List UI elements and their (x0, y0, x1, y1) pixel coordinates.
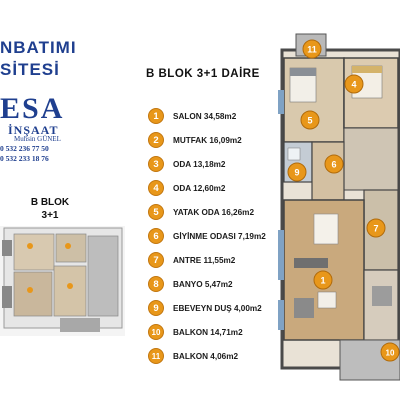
legend-label: BALKON 4,06m2 (173, 351, 239, 361)
plan-marker: 10 (380, 342, 400, 362)
legend-item: 10 BALKON 14,71m2 (148, 323, 243, 341)
legend-label: ANTRE 11,55m2 (173, 255, 236, 265)
plan-marker: 4 (344, 74, 364, 94)
legend-number: 1 (148, 108, 164, 124)
legend-number: 3 (148, 156, 164, 172)
plan-marker: 1 (313, 270, 333, 290)
legend-label: SALON 34,58m2 (173, 111, 237, 121)
svg-text:1: 1 (320, 276, 325, 286)
legend-item: 5 YATAK ODA 16,26m2 (148, 203, 254, 221)
legend-number: 5 (148, 204, 164, 220)
legend-item: 11 BALKON 4,06m2 (148, 347, 238, 365)
plan-marker: 11 (302, 39, 322, 59)
legend-number: 10 (148, 324, 164, 340)
legend-label: BALKON 14,71m2 (173, 327, 243, 337)
legend-item: 1 SALON 34,58m2 (148, 107, 236, 125)
svg-text:10: 10 (386, 349, 395, 358)
legend-number: 8 (148, 276, 164, 292)
legend-item: 3 ODA 13,18m2 (148, 155, 226, 173)
legend-number: 11 (148, 348, 164, 364)
company-logo-text: ESA (0, 92, 65, 125)
block-title-line1: B BLOK (30, 197, 70, 208)
legend-label: GİYİNME ODASI 7,19m2 (173, 231, 266, 241)
legend-number: 4 (148, 180, 164, 196)
legend-item: 4 ODA 12,60m2 (148, 179, 226, 197)
legend-label: MUTFAK 16,09m2 (173, 135, 242, 145)
legend-number: 6 (148, 228, 164, 244)
phone-number-1: 0 532 236 77 50 (0, 144, 49, 153)
legend-item: 7 ANTRE 11,55m2 (148, 251, 235, 269)
brand-name-line2: SİTESİ (0, 60, 60, 79)
legend-item: 9 EBEVEYN DUŞ 4,00m2 (148, 299, 262, 317)
legend-item: 8 BANYO 5,47m2 (148, 275, 233, 293)
svg-text:9: 9 (294, 168, 299, 178)
legend-label: YATAK ODA 16,26m2 (173, 207, 254, 217)
plan-marker: 9 (287, 162, 307, 182)
plan-marker: 5 (300, 110, 320, 130)
legend-number: 2 (148, 132, 164, 148)
legend-number: 7 (148, 252, 164, 268)
phone-number-2: 0 532 233 18 76 (0, 154, 49, 163)
plan-marker: 7 (366, 218, 386, 238)
legend-label: ODA 12,60m2 (173, 183, 226, 193)
svg-text:11: 11 (307, 45, 317, 55)
mini-floor-plan (0, 226, 125, 336)
legend-label: ODA 13,18m2 (173, 159, 226, 169)
block-title-line2: 3+1 (41, 210, 59, 221)
floor-plan: 11 4 5 6 9 7 1 10 (268, 30, 400, 400)
company-subtitle: İNŞAAT (8, 123, 59, 137)
contact-name: Muhsin GÜNEL (14, 135, 61, 143)
legend-item: 2 MUTFAK 16,09m2 (148, 131, 242, 149)
legend-number: 9 (148, 300, 164, 316)
block-title: B BLOK 3+1 (20, 196, 80, 222)
legend-label: BANYO 5,47m2 (173, 279, 233, 289)
legend-item: 6 GİYİNME ODASI 7,19m2 (148, 227, 266, 245)
svg-text:5: 5 (307, 116, 312, 126)
svg-text:6: 6 (331, 160, 336, 170)
svg-text:7: 7 (373, 224, 378, 234)
plan-marker: 6 (324, 154, 344, 174)
brand-name-line1: NBATIMI (0, 38, 77, 57)
svg-text:4: 4 (351, 80, 356, 90)
page-title: B BLOK 3+1 DAİRE (146, 68, 260, 80)
legend-label: EBEVEYN DUŞ 4,00m2 (173, 303, 262, 313)
